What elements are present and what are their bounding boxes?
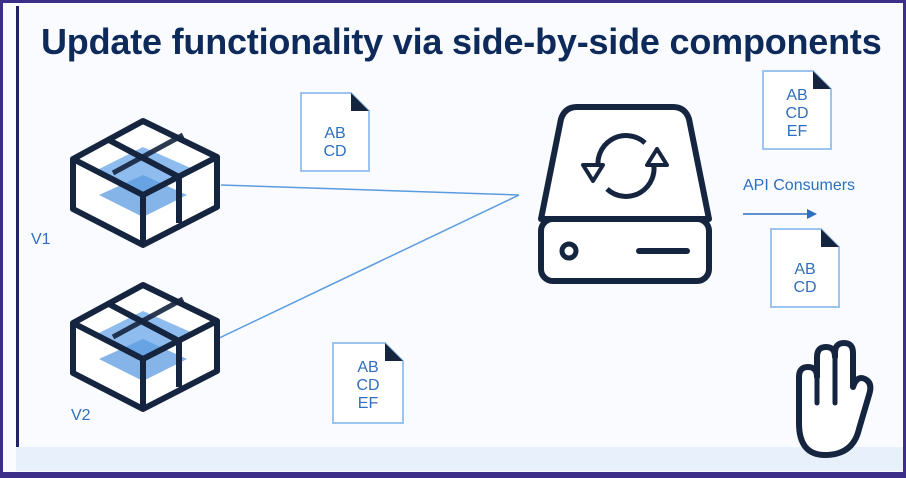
arrow-right-icon: [743, 209, 817, 219]
connector-lines: [212, 184, 520, 342]
document-line: AB: [324, 125, 346, 142]
document-line: CD: [356, 377, 380, 394]
connector-v1: [220, 184, 520, 196]
document-icon: [770, 228, 840, 308]
bottom-strip: [16, 447, 903, 471]
label-v2: V2: [71, 407, 91, 424]
document-line: EF: [357, 395, 379, 412]
label-v1: V1: [31, 231, 51, 248]
document-line: EF: [786, 123, 808, 140]
document-line: CD: [323, 143, 347, 160]
document-line: AB: [357, 359, 379, 376]
package-box-icon: [70, 282, 220, 412]
package-box-icon: [70, 118, 220, 248]
document-bottom-left: AB CD EF: [331, 341, 405, 425]
document-line: CD: [793, 279, 817, 296]
document-mid-right: AB CD: [769, 227, 841, 309]
document-top-right: AB CD EF: [761, 69, 833, 151]
document-line: AB: [794, 261, 816, 278]
document-icon: [332, 342, 404, 424]
document-icon: [300, 92, 370, 172]
hand-stop-icon: [796, 340, 874, 458]
slide-title: Update functionality via side-by-side co…: [41, 21, 882, 62]
connector-v2: [212, 194, 520, 342]
document-line: CD: [785, 105, 809, 122]
document-icon: [762, 70, 832, 150]
label-api-consumers: API Consumers: [743, 177, 856, 194]
server-sync-icon: [538, 104, 712, 284]
document-line: AB: [786, 87, 808, 104]
document-top-left: AB CD: [299, 91, 371, 173]
